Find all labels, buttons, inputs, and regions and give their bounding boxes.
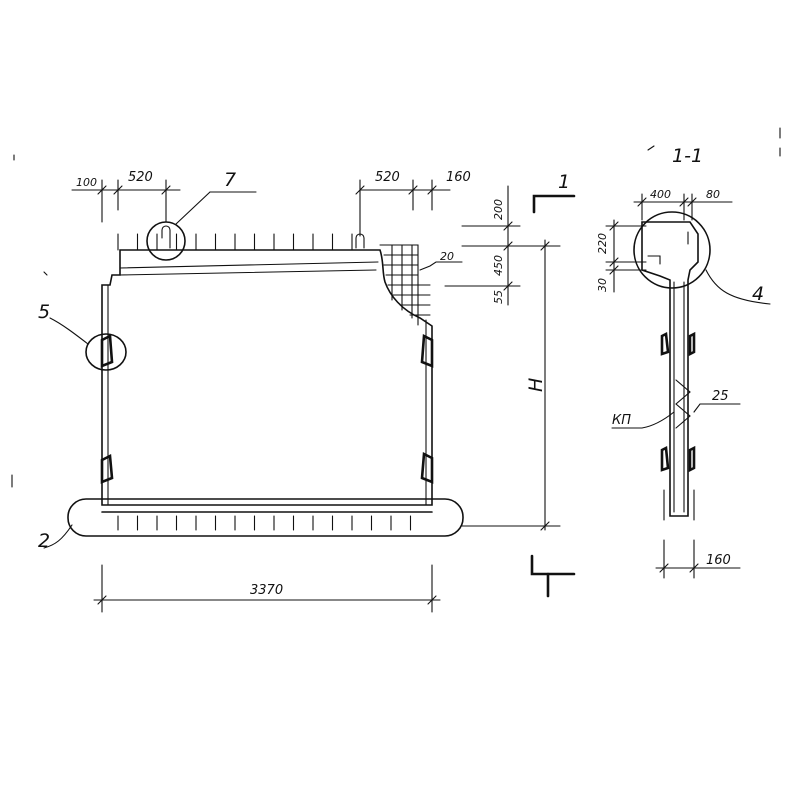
section-title: 1-1	[672, 145, 703, 167]
callout-top-loop	[161, 225, 171, 249]
dim-sec-80: 80	[706, 188, 720, 201]
callout-left-leader	[49, 317, 89, 345]
callout-section-label: 4	[752, 283, 764, 305]
dim-right-200: 200	[492, 199, 505, 220]
panel-elevation: 2 5 7	[38, 169, 464, 552]
width-dimension: 3370	[93, 564, 441, 613]
bottom-rebar-ticks	[117, 515, 412, 531]
kp-label: КП	[612, 413, 631, 428]
top-rebar-ticks	[117, 233, 353, 251]
dim-top-right-edge: 160	[446, 170, 471, 185]
dim-sec-30: 30	[596, 278, 609, 292]
bar-25-label: 25	[712, 389, 729, 404]
dim-top-right-spacing: 520	[375, 170, 400, 185]
section-cut-top	[532, 194, 576, 214]
dim-top-left-spacing: 520	[128, 170, 153, 185]
reinforcement-mesh	[379, 244, 431, 326]
dim-width: 3370	[250, 583, 283, 598]
callout-left-ellipse	[85, 333, 127, 371]
callout-top-circle	[146, 221, 186, 261]
section-cut-bottom	[530, 554, 576, 576]
embed-plate-right-bottom	[420, 451, 434, 484]
embed-plate-left-bottom	[100, 453, 114, 484]
dim-right-450: 450	[492, 255, 505, 276]
embed-plate-left-top	[100, 333, 114, 368]
top-dimensions: 100 520 520 160	[71, 170, 471, 237]
bottom-leader	[43, 524, 73, 549]
bottom-callout-ellipse	[67, 498, 464, 537]
top-beam-line	[119, 261, 379, 269]
dim-right-20: 20	[440, 250, 454, 263]
top-beam-line-lower	[119, 269, 377, 276]
callout-section-circle	[633, 211, 711, 289]
callout-left-label: 5	[38, 301, 50, 323]
bar-25-leader	[693, 403, 741, 413]
section-outline	[641, 221, 699, 517]
embed-plate-right-top	[420, 333, 434, 368]
dim-sec-400: 400	[650, 188, 671, 201]
section-1-1: 1-1 4 400 80 22	[596, 145, 771, 579]
callout-section-leader	[705, 269, 771, 305]
dim-right-55: 55	[492, 290, 505, 304]
panel-outline	[101, 249, 433, 506]
callout-top-label: 7	[224, 169, 236, 191]
kp-leader	[611, 411, 675, 429]
scan-specks	[11, 127, 781, 488]
dim-sec-220: 220	[596, 233, 609, 254]
right-dimensions: 200 450 55 20 H 1	[419, 171, 576, 598]
callout-bottom-label: 2	[38, 530, 50, 552]
section-cut-top-label: 1	[558, 171, 570, 193]
callout-top-leader	[175, 191, 211, 225]
dim-sec-bottom-160: 160	[706, 553, 731, 568]
height-label: H	[525, 378, 547, 392]
dim-top-left-edge: 100	[76, 176, 97, 189]
